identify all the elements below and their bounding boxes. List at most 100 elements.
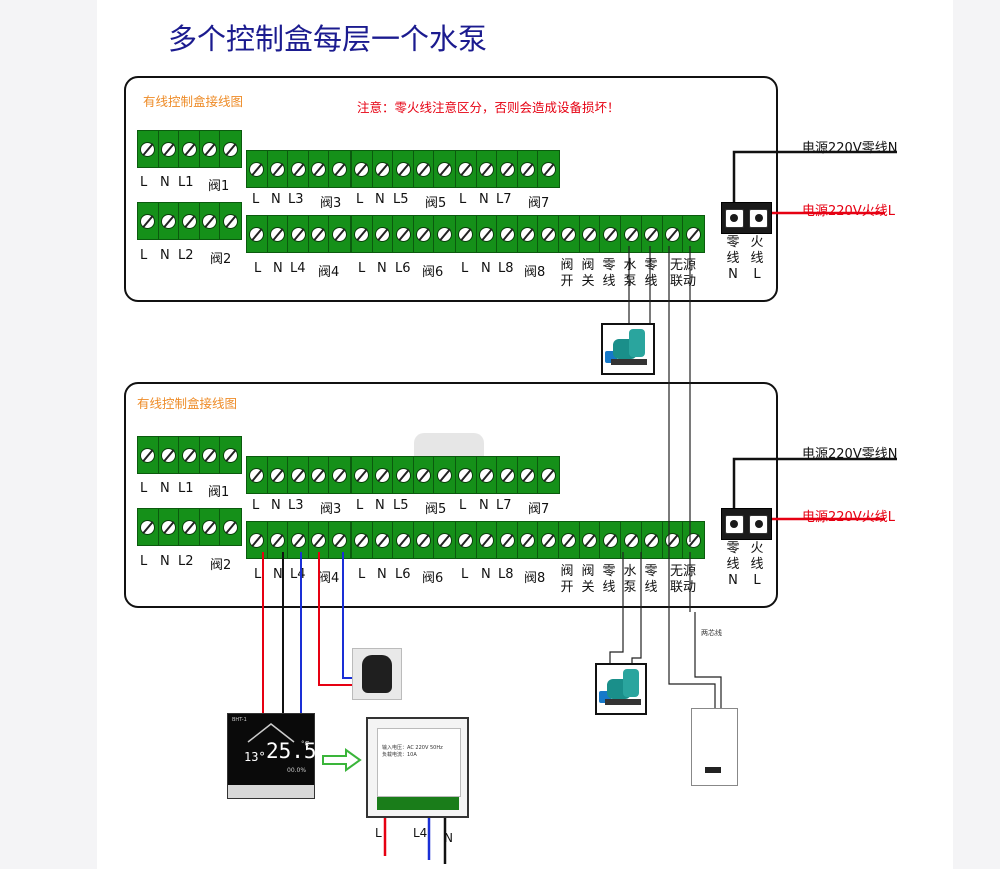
label-N: N [377,261,387,276]
screw-icon [311,226,327,242]
label-v3: 阀3 [320,502,342,517]
zero-n-label-2: 零 线 N [726,541,740,588]
screw-icon [724,208,744,228]
terminal-block-L3 [246,456,351,494]
neutral-label-1: 电源220V零线N [802,141,898,156]
valve-wire-red [318,552,352,686]
terminal-block-L7 [455,150,560,188]
fire-l-label-1: 火 线 L [750,235,764,282]
power-terminal-1 [721,202,772,234]
terminal-block-L1 [137,436,242,474]
screw-icon [395,161,411,177]
screw-icon [437,532,453,548]
screw-icon [416,532,432,548]
screw-icon [541,467,557,483]
terminal-block-L3 [246,150,351,188]
module-L-label: L [375,826,382,840]
label-v7: 阀7 [528,502,550,517]
label-L: L [358,567,366,582]
label-vopen: 阀 开 [560,258,574,289]
label-L1: L1 [178,175,194,190]
label-zero2: 零 线 [644,258,658,289]
screw-icon [520,467,536,483]
power-terminal-2 [721,508,772,540]
link-wire-a [668,246,716,708]
screw-icon [202,213,218,229]
label-L3: L3 [288,192,304,207]
screw-icon [416,467,432,483]
label-N: N [273,567,283,582]
label-N: N [375,498,385,513]
label-L: L [356,498,364,513]
thermostat-humidity: 00.0% [287,767,307,774]
screw-icon [223,213,239,229]
screw-icon [582,226,598,242]
screw-icon [541,226,557,242]
label-L5: L5 [393,192,409,207]
screw-icon [374,161,390,177]
water-pump-2 [595,663,647,715]
boiler [691,708,738,786]
screw-icon [458,532,474,548]
two-core-wire-label: 两芯线 [701,629,722,637]
screw-icon [458,226,474,242]
screw-icon [140,141,156,157]
screw-icon [160,447,176,463]
screw-icon [249,467,265,483]
neutral-wire-2 [732,457,897,509]
arrow-icon [322,748,362,772]
screw-icon [437,467,453,483]
thermostat-unit: °C [301,740,310,748]
label-L: L [140,175,148,190]
label-v3: 阀3 [320,196,342,211]
screw-icon [416,226,432,242]
terminal-block-L4 [246,215,351,253]
terminal-block-L2 [137,508,242,546]
screw-icon [499,161,515,177]
screw-icon [478,161,494,177]
screw-icon [202,519,218,535]
screw-icon [181,213,197,229]
screw-icon [269,532,285,548]
label-N: N [160,554,170,569]
screw-icon [140,519,156,535]
label-pump: 水 泵 [623,258,637,289]
terminal-block-L6 [351,215,456,253]
screw-icon [311,467,327,483]
screw-icon [478,467,494,483]
screw-icon [749,514,769,534]
label-N: N [479,192,489,207]
terminal-block-L4 [246,521,351,559]
terminal-block-L5 [351,456,456,494]
screw-icon [749,208,769,228]
screw-icon [686,226,702,242]
screw-icon [478,226,494,242]
screw-icon [602,532,618,548]
label-L8: L8 [498,261,514,276]
screw-icon [354,467,370,483]
control-box-1-title: 有线控制盒接线图 [143,94,244,109]
label-vopen: 阀 开 [560,564,574,595]
label-v1: 阀1 [208,179,230,194]
label-L3: L3 [288,498,304,513]
label-L: L [140,481,148,496]
screw-icon [354,161,370,177]
screw-icon [311,161,327,177]
terminal-block-pump [558,215,705,253]
screw-icon [395,226,411,242]
label-N: N [271,498,281,513]
label-L: L [461,261,469,276]
thermostat-temp: 25.5 [266,739,317,763]
label-L: L [254,261,262,276]
label-L: L [459,498,467,513]
label-L1: L1 [178,481,194,496]
house-icon [247,723,295,743]
screw-icon [644,532,660,548]
water-pump-1 [601,323,655,375]
label-L: L [459,192,467,207]
thermostat: BHT-1 13° 25.5 °C 00.0% [227,713,317,799]
screw-icon [311,532,327,548]
label-L: L [356,192,364,207]
screw-icon [290,467,306,483]
